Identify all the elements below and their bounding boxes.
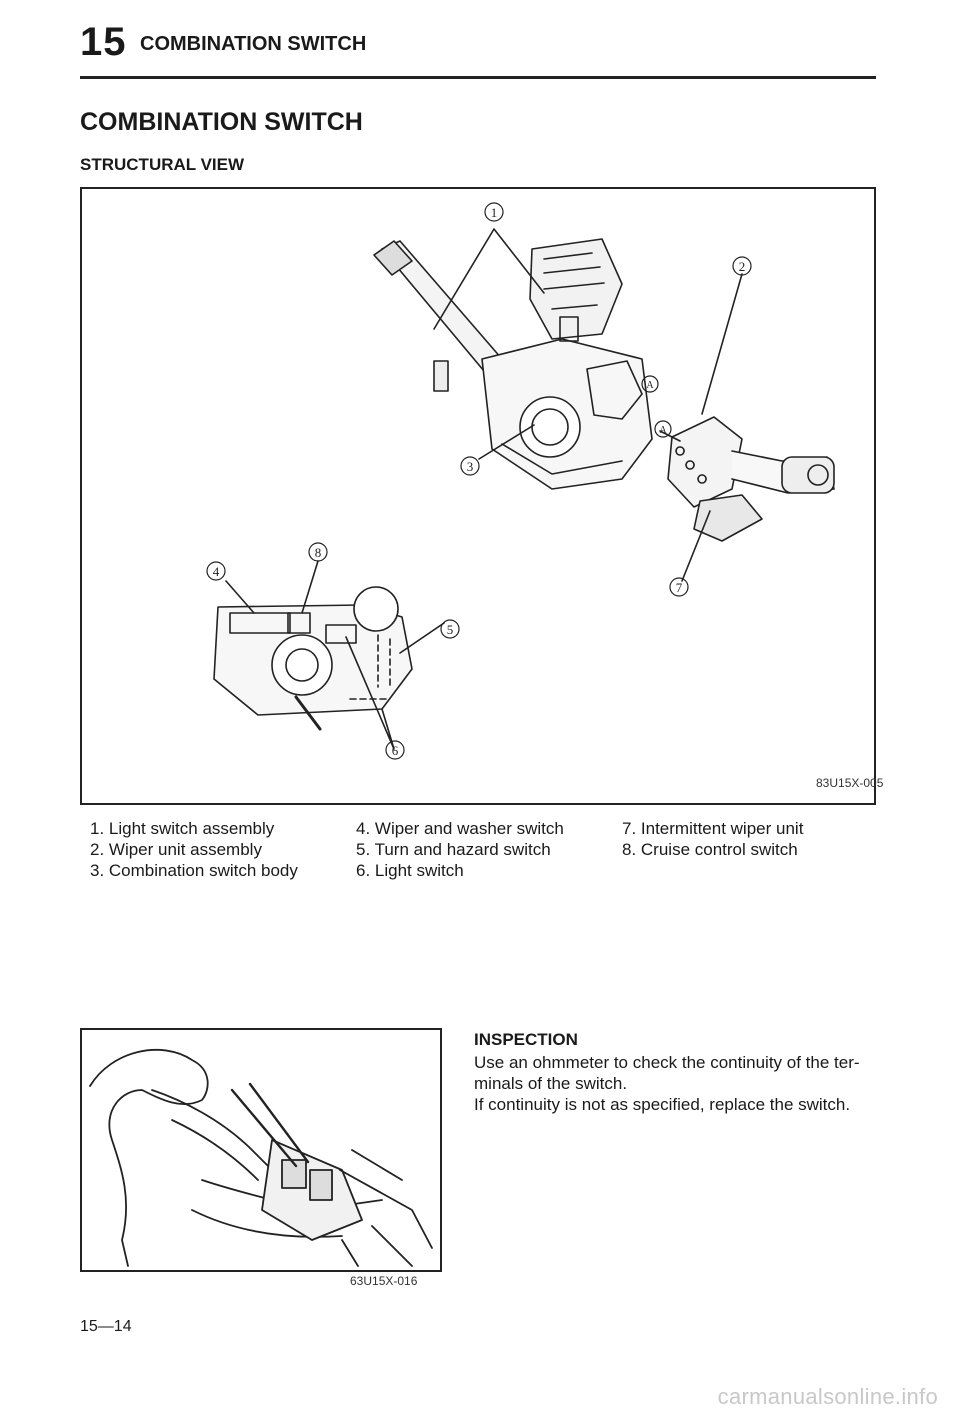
legend-item: 5. Turn and hazard switch [356, 840, 551, 859]
callout-6: 6 [392, 743, 399, 758]
inspection-heading: INSPECTION [474, 1030, 578, 1049]
legend-column-2: 4. Wiper and washer switch 5. Turn and h… [356, 818, 564, 881]
structural-view-figure: 1 2 3 4 5 6 7 8 A A [80, 187, 876, 805]
legend-item: 3. Combination switch body [90, 861, 298, 880]
page-title: COMBINATION SWITCH [80, 108, 363, 136]
callout-1: 1 [491, 205, 498, 220]
callout-4: 4 [213, 564, 220, 579]
legend-item: 7. Intermittent wiper unit [622, 819, 804, 838]
callout-a-right: A [659, 425, 667, 436]
legend-item: 1. Light switch assembly [90, 819, 275, 838]
callout-3: 3 [467, 459, 474, 474]
callout-a-top: A [646, 380, 654, 391]
page-number: 15—14 [80, 1318, 132, 1335]
inspection-figure-code: 63U15X-016 [350, 1274, 418, 1288]
structural-view-drawing: 1 2 3 4 5 6 7 8 A A [206, 202, 835, 760]
watermark: carmanualsonline.info [717, 1384, 938, 1409]
callout-7: 7 [676, 580, 683, 595]
callout-8: 8 [315, 545, 322, 560]
legend-item: 8. Cruise control switch [622, 840, 798, 859]
legend-item: 4. Wiper and washer switch [356, 819, 564, 838]
inspection-figure [80, 1028, 442, 1272]
subsection-title: STRUCTURAL VIEW [80, 155, 245, 174]
legend-column-1: 1. Light switch assembly 2. Wiper unit a… [90, 818, 298, 881]
inspection-body: Use an ohmmeter to check the continuity … [474, 1052, 894, 1115]
inspection-drawing [89, 1048, 433, 1267]
legend-column-3: 7. Intermittent wiper unit 8. Cruise con… [622, 818, 803, 860]
legend-item: 6. Light switch [356, 861, 464, 880]
section-title: COMBINATION SWITCH [140, 33, 367, 55]
callout-5: 5 [447, 622, 454, 637]
legend-item: 2. Wiper unit assembly [90, 840, 262, 859]
inspection-line: minals of the switch. [474, 1074, 628, 1093]
section-number: 15 [80, 20, 127, 64]
inspection-line: If continuity is not as specified, repla… [474, 1095, 851, 1114]
inspection-line: Use an ohmmeter to check the continuity … [474, 1053, 860, 1072]
figure-code: 83U15X-005 [816, 776, 884, 790]
callout-markers [206, 202, 752, 760]
callout-2: 2 [739, 259, 746, 274]
header-divider [80, 76, 876, 79]
